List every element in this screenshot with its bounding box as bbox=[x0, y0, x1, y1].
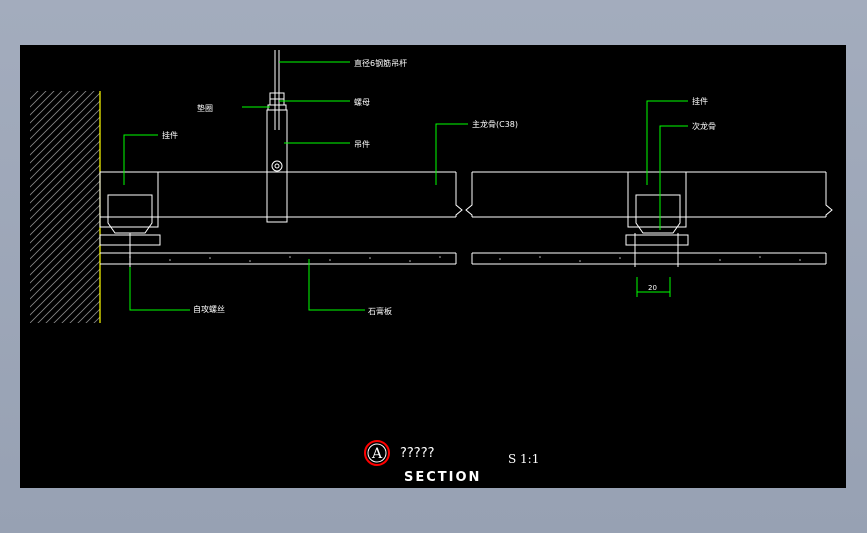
cad-drawing-viewport: 直径6钢筋吊杆 垫圈 螺母 吊件 主龙骨(C38) 挂件 挂件 次龙骨 自攻螺丝… bbox=[20, 45, 846, 488]
section-caption: SECTION bbox=[404, 470, 481, 485]
leader-lines bbox=[123, 61, 688, 311]
board-speckles bbox=[129, 256, 801, 262]
screws bbox=[129, 233, 679, 267]
hanger-label: 吊件 bbox=[354, 139, 370, 149]
scale-label: S 1:1 bbox=[508, 452, 539, 466]
concrete-wall bbox=[30, 91, 101, 323]
nut-label: 螺母 bbox=[354, 97, 370, 107]
drawing-title: ????? bbox=[400, 446, 435, 461]
suspension-rod bbox=[274, 50, 280, 130]
section-drawing: 直径6钢筋吊杆 垫圈 螺母 吊件 主龙骨(C38) 挂件 挂件 次龙骨 自攻螺丝… bbox=[30, 50, 833, 485]
gypsum-board bbox=[100, 252, 827, 265]
washer-label: 垫圈 bbox=[197, 103, 213, 113]
hook-left-label: 挂件 bbox=[162, 130, 178, 140]
hanger-bracket bbox=[266, 109, 288, 223]
title-circle-letter: A bbox=[371, 446, 383, 462]
board-label: 石膏板 bbox=[368, 306, 392, 316]
main-keel-label: 主龙骨(C38) bbox=[472, 119, 518, 129]
hook-right-label: 挂件 bbox=[692, 96, 708, 106]
rod-label: 直径6钢筋吊杆 bbox=[354, 58, 407, 68]
screw-label: 自攻螺丝 bbox=[193, 304, 225, 314]
secondary-keel-label: 次龙骨 bbox=[692, 121, 716, 131]
title-circle bbox=[364, 440, 390, 466]
main-keel-left bbox=[100, 171, 463, 218]
dimension-label: 20 bbox=[648, 284, 657, 292]
